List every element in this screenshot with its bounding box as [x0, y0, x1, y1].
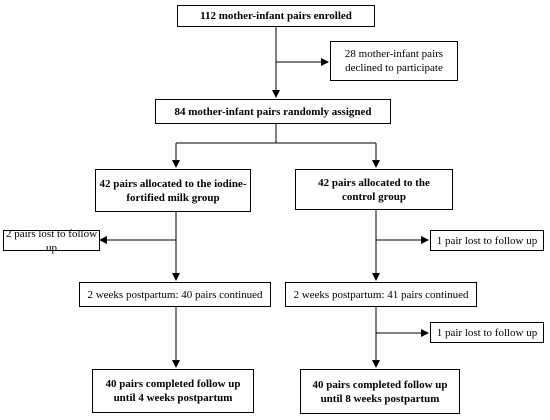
enrolled-text: 112 mother-infant pairs enrolled — [200, 10, 352, 22]
group-right-box: 42 pairs allocated to the control group — [295, 169, 453, 210]
complete-right-box: 40 pairs completed follow up until 8 wee… — [300, 369, 460, 414]
lost-left-text: 2 pairs lost to follow up — [5, 227, 98, 254]
complete-left-box: 40 pairs completed follow up until 4 wee… — [92, 369, 254, 413]
group-left-box: 42 pairs allocated to the iodine- fortif… — [95, 169, 251, 212]
complete-left-line-2: until 4 weeks postpartum — [113, 392, 233, 404]
enrolled-box: 112 mother-infant pairs enrolled — [177, 5, 375, 27]
randomized-box: 84 mother-infant pairs randomly assigned — [155, 99, 391, 124]
complete-right-line-2: until 8 weeks postpartum — [320, 392, 440, 405]
declined-line-2: declined to participate — [345, 62, 443, 74]
week2-left-box: 2 weeks postpartum: 40 pairs continued — [79, 282, 271, 307]
declined-box: 28 mother-infant pairs declined to parti… — [330, 41, 458, 81]
lost-right-2-box: 1 pair lost to follow up — [430, 322, 544, 343]
complete-right-line-1: 40 pairs completed follow up — [312, 378, 448, 391]
complete-left-line-1: 40 pairs completed follow up — [105, 378, 241, 390]
group-left-line-1: 42 pairs allocated to the iodine- — [99, 177, 247, 190]
lost-right-2-text: 1 pair lost to follow up — [436, 326, 538, 339]
lost-right-1-text: 1 pair lost to follow up — [436, 234, 538, 247]
declined-line-1: 28 mother-infant pairs — [344, 48, 444, 60]
week2-left-text: 2 weeks postpartum: 40 pairs continued — [87, 288, 263, 301]
lost-left-box: 2 pairs lost to follow up — [3, 228, 100, 254]
group-right-line-1: 42 pairs allocated to the — [318, 176, 430, 189]
week2-right-text: 2 weeks postpartum: 41 pairs continued — [293, 288, 469, 301]
randomized-text: 84 mother-infant pairs randomly assigned — [174, 105, 372, 118]
group-right-line-2: control group — [341, 190, 407, 203]
group-left-line-2: fortified milk group — [126, 191, 220, 204]
week2-right-box: 2 weeks postpartum: 41 pairs continued — [285, 282, 477, 307]
lost-right-1-box: 1 pair lost to follow up — [430, 230, 544, 251]
